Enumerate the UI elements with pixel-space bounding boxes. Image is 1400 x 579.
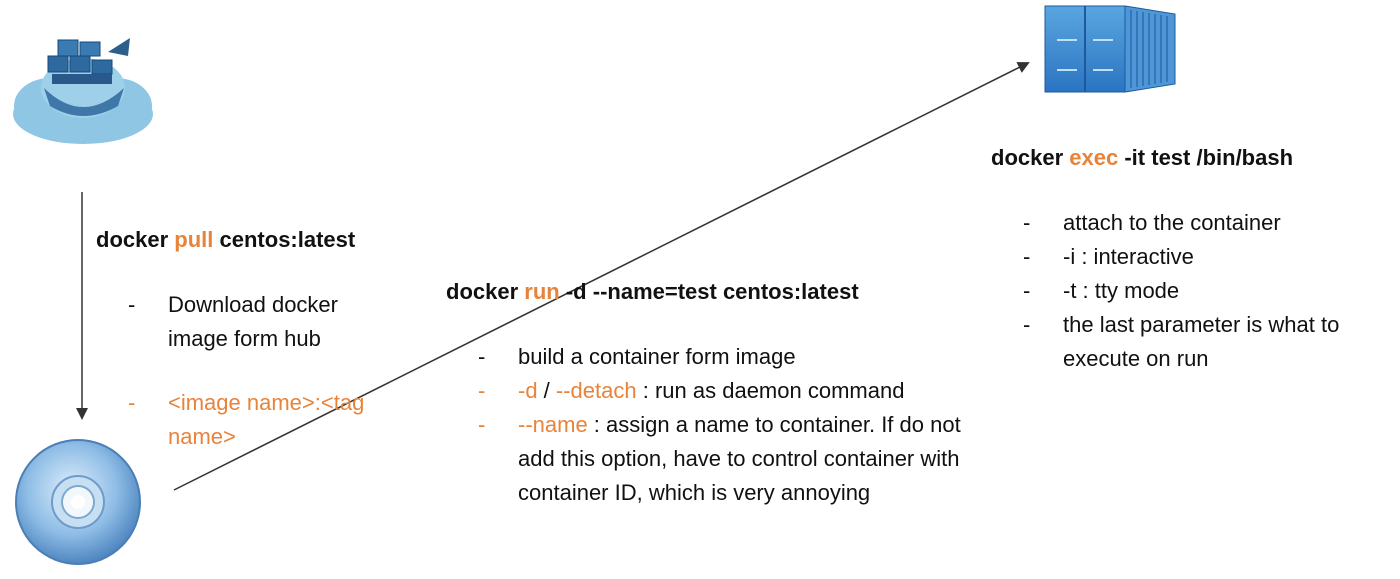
- exec-note-3: --t : tty mode: [1023, 278, 1180, 303]
- run-command-args: -d --name=test centos:latest: [565, 279, 859, 304]
- run-command: docker run -d --name=test centos:latest: [446, 279, 859, 305]
- run-note-2: --d / --detach : run as daemon command: [478, 378, 905, 403]
- docker-hub-cloud-icon: [13, 38, 153, 144]
- pull-command: docker pull centos:latest: [96, 227, 355, 253]
- exec-note-4: -the last parameter is what to execute o…: [1023, 312, 1340, 371]
- pull-command-keyword: pull: [174, 227, 214, 252]
- exec-command-args: -it test /bin/bash: [1124, 145, 1294, 170]
- exec-note-2: --i : interactive: [1023, 244, 1194, 269]
- run-note-3: ---name : assign a name to container. If…: [478, 412, 961, 505]
- run-arrow: [173, 62, 1030, 491]
- run-command-prefix: docker: [446, 279, 519, 304]
- exec-note-1: -attach to the container: [1023, 210, 1281, 235]
- run-notes: -build a container form image --d / --de…: [478, 340, 978, 510]
- pull-command-prefix: docker: [96, 227, 169, 252]
- exec-command: docker exec -it test /bin/bash: [991, 145, 1293, 171]
- pull-notes: -Download docker image form hub -<image …: [128, 288, 398, 454]
- exec-command-keyword: exec: [1069, 145, 1119, 170]
- docker-container-icon: [1044, 5, 1176, 93]
- exec-command-prefix: docker: [991, 145, 1064, 170]
- pull-note-2: -<image name>:<tag name>: [128, 390, 365, 449]
- docker-image-disc-icon: [15, 439, 141, 565]
- pull-note-1: -Download docker image form hub: [128, 292, 338, 351]
- exec-notes: -attach to the container --i : interacti…: [1023, 206, 1393, 376]
- run-command-keyword: run: [524, 279, 560, 304]
- run-note-1: -build a container form image: [478, 344, 796, 369]
- pull-command-args: centos:latest: [219, 227, 356, 252]
